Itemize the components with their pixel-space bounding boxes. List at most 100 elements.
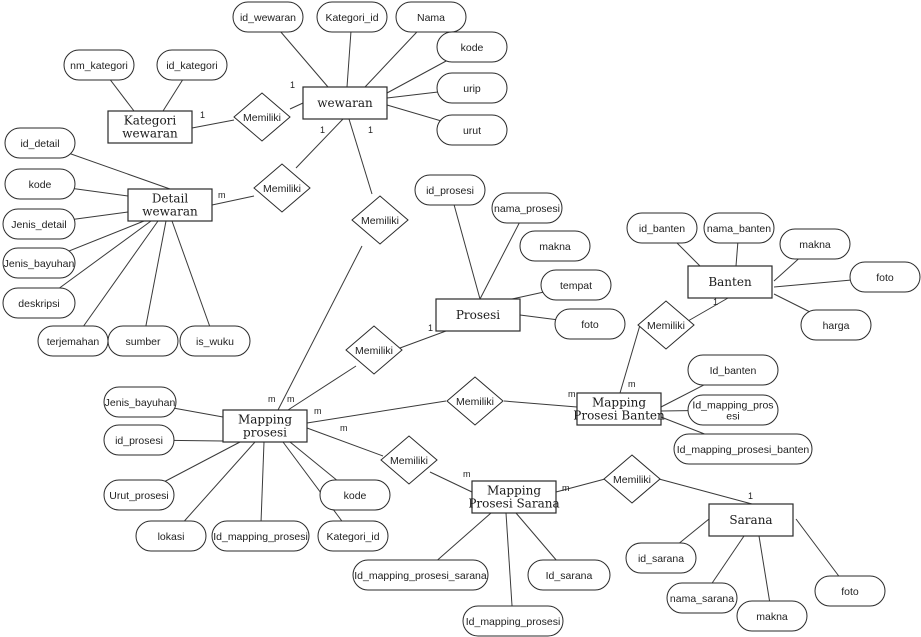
attribute-mapping_prosesi-urut_prosesi[interactable]: Urut_prosesi — [103, 479, 175, 511]
attribute-mapping_prosesi_sarana-id_mapping_prosesi[interactable]: Id_mapping_prosesi — [462, 605, 564, 637]
attribute-sarana-nama_sarana[interactable]: nama_sarana — [666, 582, 738, 614]
attribute-mapping_prosesi_banten-id_mapping_prosesi[interactable]: Id_mapping_prosesi — [687, 394, 779, 426]
cardinality-mapping_prosesi_banten: m — [568, 389, 576, 399]
attribute-wewaran-urip[interactable]: urip — [436, 72, 508, 104]
attribute-pill — [2, 247, 76, 279]
attribute-label: id_detail — [20, 138, 59, 150]
cardinality-mapping_prosesi: m — [268, 394, 276, 404]
attribute-mapping_prosesi_sarana-id_mapping_prosesi_sarana[interactable]: Id_mapping_prosesi_sarana — [352, 559, 489, 591]
attribute-pill — [703, 212, 775, 244]
relationship-mapping_prosesi-mapping_prosesi_sarana[interactable]: Memiliki — [380, 435, 438, 485]
attribute-mapping_prosesi-id_mapping_prosesi[interactable]: Id_mapping_prosesi — [211, 520, 310, 552]
attribute-pill — [779, 228, 851, 260]
attribute-mapping_prosesi_banten-id_mapping_prosesi_banten[interactable]: Id_mapping_prosesi_banten — [673, 433, 813, 465]
attribute-pill — [2, 287, 76, 319]
attribute-prosesi-id_prosesi[interactable]: id_prosesi — [414, 174, 486, 206]
attribute-label: Id_mapping_prosesi — [466, 616, 561, 628]
attribute-label: nama_prosesi — [494, 203, 560, 215]
attribute-connector — [282, 441, 354, 537]
attribute-pill — [319, 479, 391, 511]
attribute-pill — [527, 559, 611, 591]
attribute-detail_wewaran-deskripsi[interactable]: deskripsi — [2, 287, 76, 319]
attribute-wewaran-kode[interactable]: kode — [436, 31, 508, 63]
attribute-wewaran-urut[interactable]: urut — [436, 114, 508, 146]
attribute-kategori_wewaran-nm_kategori[interactable]: nm_kategori — [63, 49, 135, 81]
attribute-prosesi-tempat[interactable]: tempat — [540, 269, 612, 301]
attribute-detail_wewaran-jenis_detail[interactable]: Jenis_detail — [2, 208, 76, 240]
attribute-pill — [687, 394, 779, 426]
attribute-banten-makna[interactable]: makna — [779, 228, 851, 260]
relationship-label: Memiliki — [263, 183, 301, 195]
attribute-detail_wewaran-kode[interactable]: kode — [4, 168, 76, 200]
attribute-label: foto — [841, 586, 859, 598]
attribute-mapping_prosesi_sarana-id_sarana[interactable]: Id_sarana — [527, 559, 611, 591]
attribute-detail_wewaran-jenis_bayuhan[interactable]: Jenis_bayuhan — [2, 247, 76, 279]
attribute-mapping_prosesi-kategori_id[interactable]: Kategori_id — [317, 520, 389, 552]
attribute-mapping_prosesi-kode[interactable]: kode — [319, 479, 391, 511]
attribute-sarana-id_sarana[interactable]: id_sarana — [625, 542, 697, 574]
relationship-mapping_prosesi-prosesi[interactable]: Memiliki — [345, 325, 403, 375]
attribute-wewaran-id_wewaran[interactable]: id_wewaran — [232, 1, 304, 33]
attribute-wewaran-nama[interactable]: Nama — [395, 1, 467, 33]
relationship-connector — [399, 330, 447, 349]
attribute-sarana-foto[interactable]: foto — [814, 575, 886, 607]
attribute-detail_wewaran-sumber[interactable]: sumber — [107, 325, 179, 357]
attribute-mapping_prosesi-id_prosesi[interactable]: id_prosesi — [103, 424, 175, 456]
relationship-connector — [306, 400, 447, 424]
attribute-label: esi — [726, 411, 739, 423]
relationship-label: Memiliki — [647, 320, 685, 332]
relationship-kategori_wewaran-wewaran[interactable]: Memiliki — [233, 92, 291, 142]
relationship-mapping_prosesi_sarana-sarana[interactable]: Memiliki — [603, 454, 661, 504]
cardinality-sarana: 1 — [748, 491, 753, 501]
attribute-prosesi-makna[interactable]: makna — [519, 230, 591, 262]
attribute-pill — [849, 261, 921, 293]
entity-banten[interactable]: Banten — [687, 265, 773, 299]
attribute-detail_wewaran-id_detail[interactable]: id_detail — [4, 127, 76, 159]
attribute-connector — [72, 220, 159, 342]
attribute-detail_wewaran-terjemahan[interactable]: terjemahan — [37, 325, 109, 357]
entity-sarana[interactable]: Sarana — [708, 503, 794, 537]
relationship-diamond — [345, 325, 403, 375]
attribute-pill — [626, 212, 698, 244]
attribute-banten-harga[interactable]: harga — [800, 309, 872, 341]
attribute-pill — [2, 208, 76, 240]
attribute-banten-id_banten[interactable]: id_banten — [626, 212, 698, 244]
relationship-mapping_prosesi-wewaran[interactable]: Memiliki — [351, 195, 409, 245]
entity-prosesi[interactable]: Prosesi — [435, 298, 521, 332]
attribute-pill — [736, 600, 808, 632]
attribute-label: makna — [756, 611, 788, 623]
attribute-banten-foto[interactable]: foto — [849, 261, 921, 293]
attribute-pill — [666, 582, 738, 614]
attribute-label: Id_mapping_pros — [692, 400, 773, 412]
attribute-pill — [436, 114, 508, 146]
relationship-connector — [687, 297, 729, 322]
relationship-connector — [503, 400, 578, 408]
cardinality-mapping_prosesi_banten: m — [628, 379, 636, 389]
relationship-mapping_prosesi-mapping_prosesi_banten[interactable]: Memiliki — [446, 376, 504, 426]
relationship-connector — [306, 427, 384, 457]
relationship-detail_wewaran-wewaran[interactable]: Memiliki — [253, 163, 311, 213]
attribute-detail_wewaran-is_wuku[interactable]: is_wuku — [179, 325, 251, 357]
cardinality-mapping_prosesi: m — [340, 423, 348, 433]
attribute-label: Jenis_bayuhan — [4, 258, 75, 270]
attribute-prosesi-foto[interactable]: foto — [554, 308, 626, 340]
attribute-prosesi-nama_prosesi[interactable]: nama_prosesi — [491, 192, 563, 224]
attribute-mapping_prosesi_banten-id_banten[interactable]: Id_banten — [687, 354, 779, 386]
relationship-diamond — [446, 376, 504, 426]
attribute-wewaran-kategori_id[interactable]: Kategori_id — [316, 1, 388, 33]
attribute-kategori_wewaran-id_kategori[interactable]: id_kategori — [156, 49, 228, 81]
relationship-mapping_prosesi_banten-banten[interactable]: Memiliki — [637, 300, 695, 350]
attribute-label: urut — [463, 125, 481, 137]
attribute-banten-nama_banten[interactable]: nama_banten — [703, 212, 775, 244]
attribute-pill — [436, 72, 508, 104]
entity-wewaran[interactable]: wewaran — [302, 86, 388, 120]
attribute-mapping_prosesi-jenis_bayuhan[interactable]: Jenis_bayuhan — [103, 386, 177, 418]
attribute-sarana-makna[interactable]: makna — [736, 600, 808, 632]
attribute-mapping_prosesi-lokasi[interactable]: lokasi — [135, 520, 207, 552]
